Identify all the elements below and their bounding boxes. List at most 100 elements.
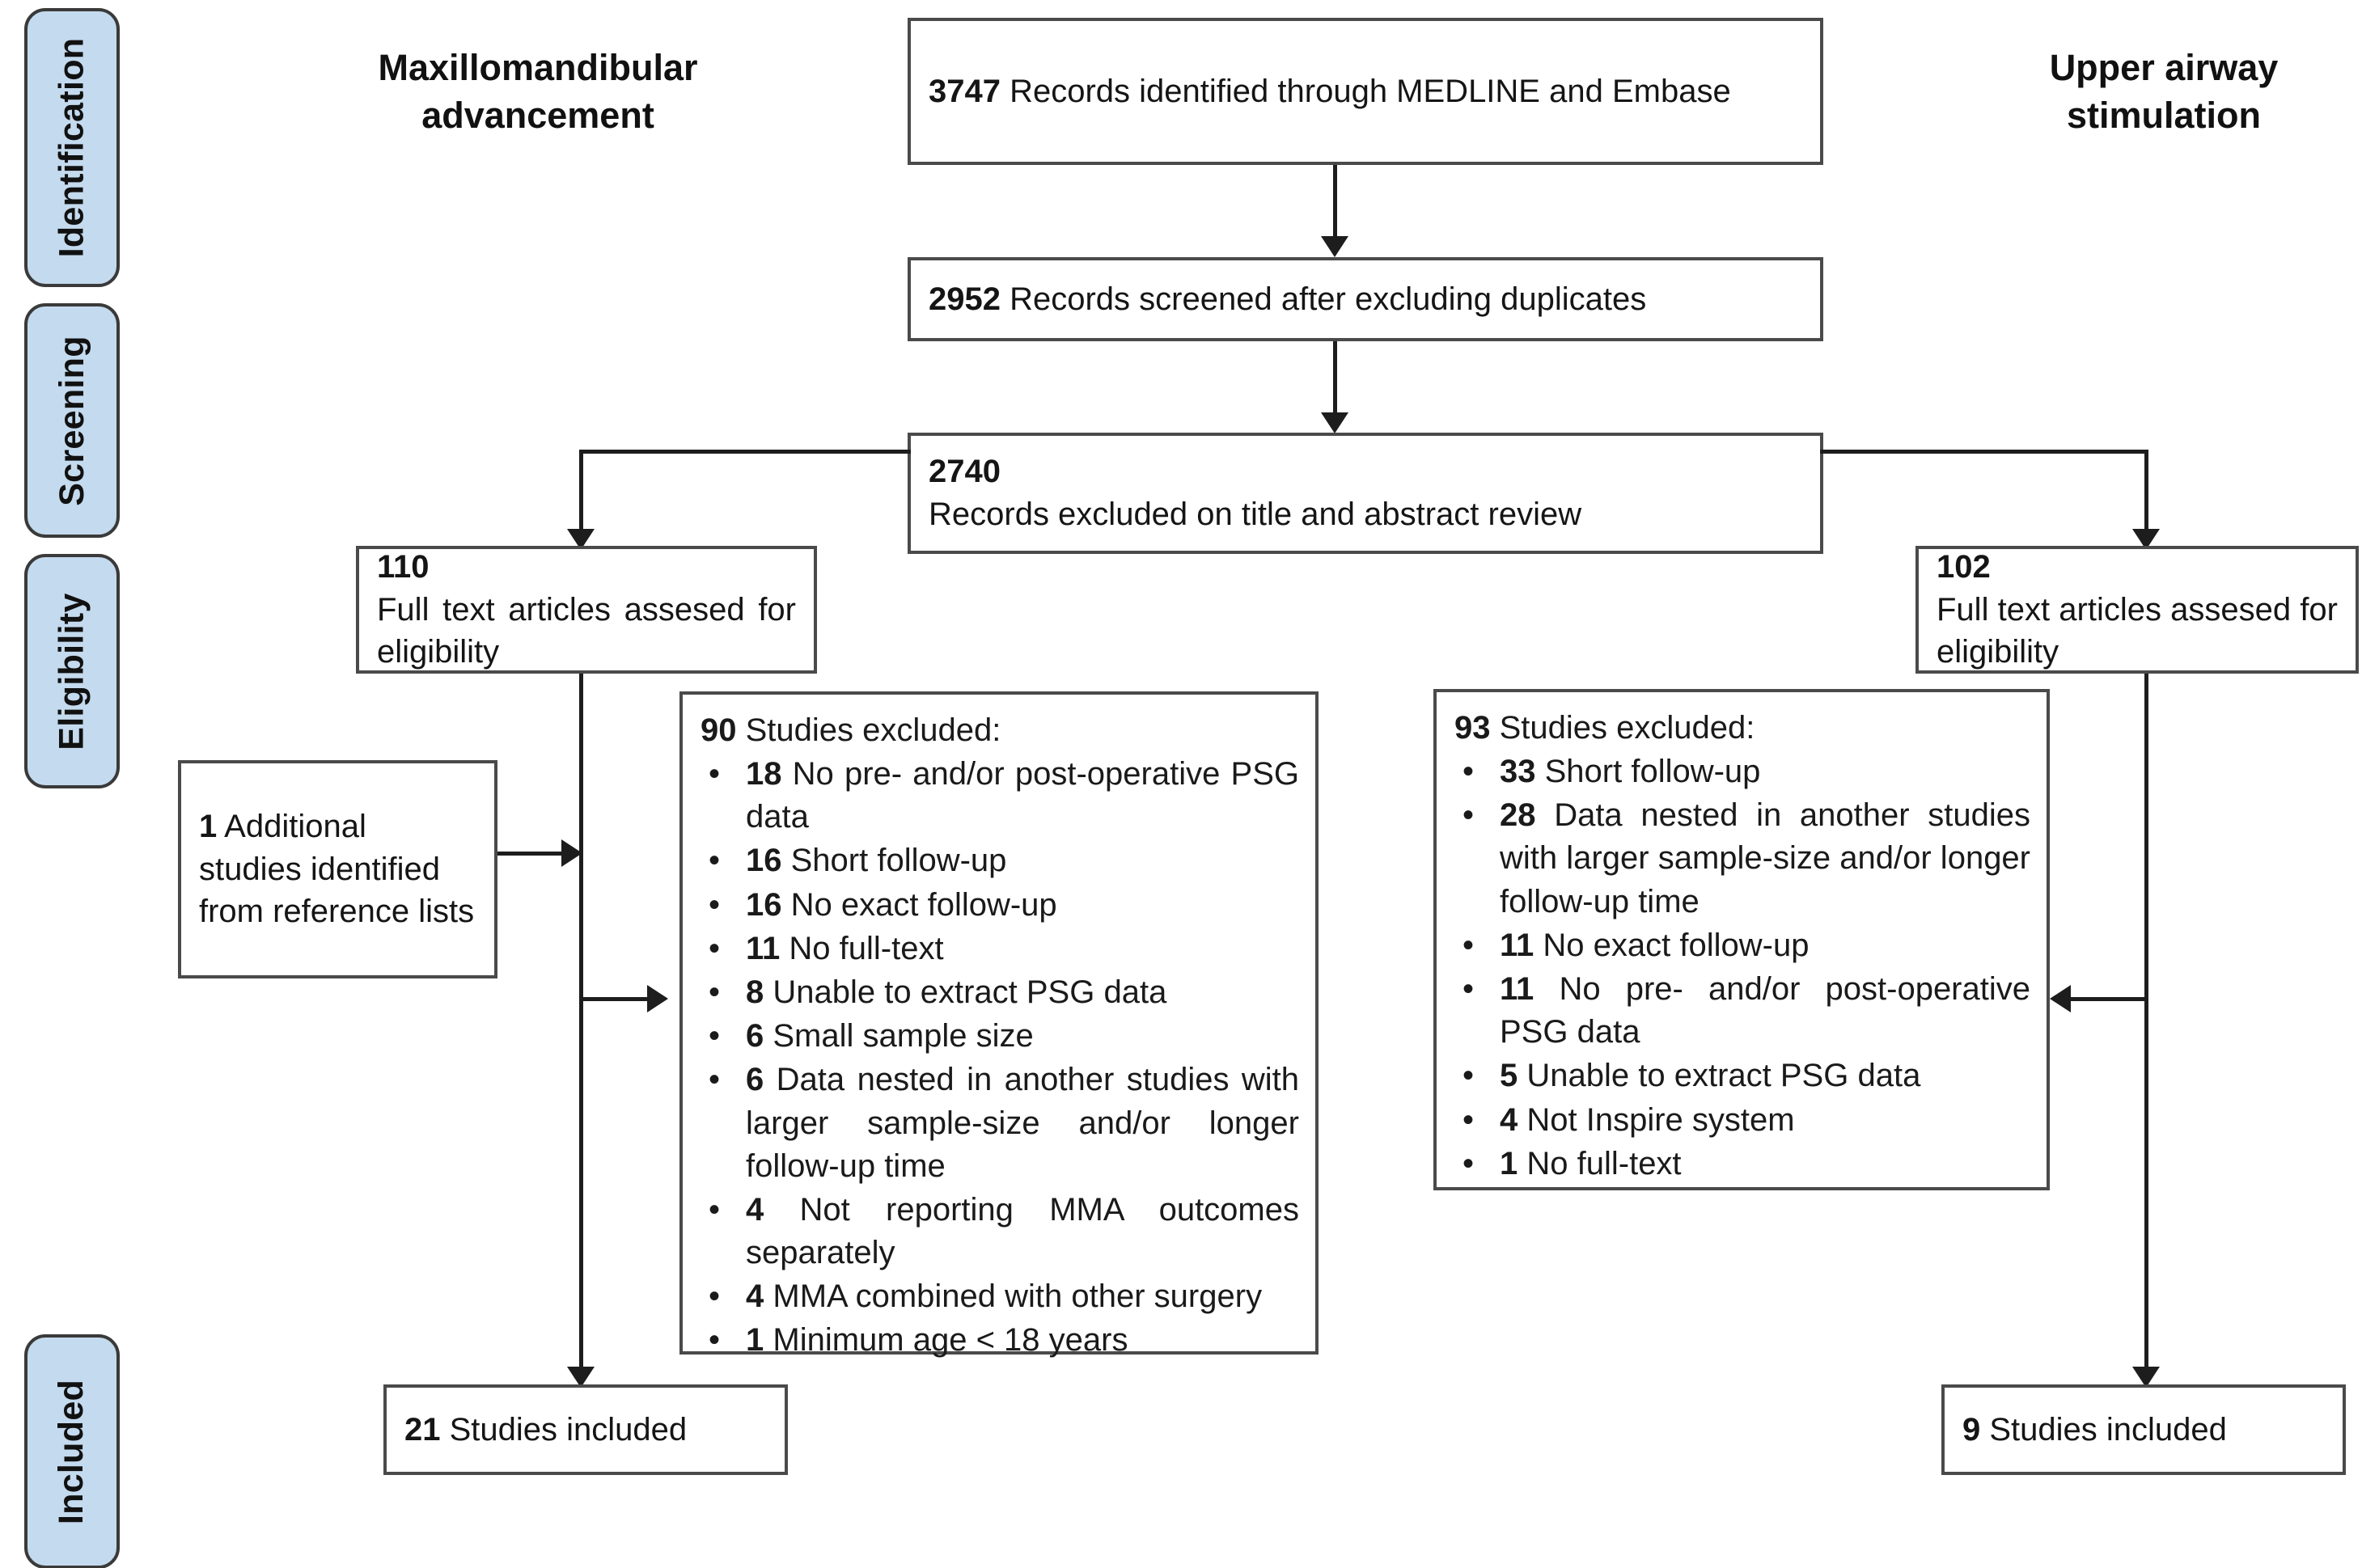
exclusion-item: • 11 No exact follow-up [1454,924,2030,967]
connector-branch-right-down [2144,450,2148,530]
box-label: Studies included [1989,1411,2227,1448]
exclusions-list: • 1 8 No pre- and/or post-operative PSG d… [701,753,1299,1363]
box-left-exclusions: 90 Studies excluded: • 18 No pre- and/or… [679,691,1319,1358]
exclusion-count: 4 [1500,1101,1518,1138]
heading-right-arm: Upper airway stimulation [2049,47,2279,136]
bullet-icon: • [709,974,721,1010]
exclusion-reason: Short follow-up [790,843,1007,879]
stage-label-included: Included [24,1334,120,1568]
box-text: 102 Full text articles assesed for eligi… [1919,546,2356,674]
exclusions-count: 93 [1454,710,1491,746]
box-count: 102 [1937,548,1991,585]
exclusions-count: 90 [701,712,737,748]
bullet-icon: • [709,756,721,792]
box-count: 9 [1962,1411,1981,1448]
box-count: 2952 [929,281,1001,317]
box-text: 2740 Records excluded on title and abstr… [911,450,1820,536]
exclusion-reason: No pre- and/or post-operative PSG data [746,756,1299,835]
bullet-icon: • [1462,1058,1475,1094]
bullet-icon: • [1462,1145,1475,1181]
exclusion-count: 11 [1500,970,1534,1007]
connector-left-spine-to-exclusions [579,997,664,1001]
stage-label-eligibility: Eligibility [24,554,120,788]
box-count: 21 [404,1411,441,1448]
connector-screened-to-excluded [1333,341,1337,414]
exclusion-count: 16 [746,886,782,923]
bullet-icon: • [1462,1101,1475,1138]
exclusion-count: 28 [1500,797,1536,834]
bullet-icon: • [709,1062,721,1098]
box-count: 3747 [929,73,1001,109]
exclusion-reason: MMA combined with other surgery [773,1278,1263,1315]
box-left-studies-included: 21 Studies included [383,1384,788,1475]
exclusion-reason: Data nested in another studies with larg… [746,1062,1299,1184]
box-label: Records excluded on title and abstract r… [929,497,1582,532]
connector-right-spine [2144,674,2148,1369]
exclusion-reason: No exact follow-up [790,886,1057,923]
arrowhead-down-right-included [2132,1367,2160,1388]
bullet-icon: • [709,1322,721,1359]
exclusion-item: • 4 Not reporting MMA outcomes separatel… [701,1189,1299,1274]
exclusion-item: • 11 No full-text [701,928,1299,970]
exclusion-reason: Not Inspire system [1526,1101,1795,1138]
box-right-studies-included: 9 Studies included [1941,1384,2346,1475]
connector-additional-to-spine [497,852,578,856]
connector-excluded-branch-left [579,450,911,454]
bullet-icon: • [709,1278,721,1315]
connector-left-spine [579,674,583,1369]
box-text: 3747 Records identified through MEDLINE … [911,70,1820,113]
bullet-icon: • [1462,797,1475,834]
exclusion-item: • 28 Data nested in another studies with… [1454,794,2030,923]
box-count: 2740 [929,454,1001,490]
exclusion-count: 6 [746,1018,764,1054]
arrowhead-left-right-exclusions [2050,985,2071,1012]
bullet-icon: • [1462,754,1475,789]
box-right-exclusions: 93 Studies excluded: • 33 Short follow-u… [1433,689,2050,1190]
box-right-fulltext-assessed: 102 Full text articles assesed for eligi… [1915,546,2359,674]
stage-label-text: Eligibility [52,592,91,750]
exclusion-reason: Small sample size [773,1018,1034,1054]
bullet-icon: • [709,886,721,923]
exclusion-item: • 1 No full-text [1454,1143,2030,1186]
exclusion-item: • 16 No exact follow-up [701,884,1299,927]
bullet-icon: • [709,843,721,879]
exclusion-item: • 4 Not Inspire system [1454,1099,2030,1142]
exclusion-reason: Short follow-up [1544,754,1761,789]
stage-label-screening: Screening [24,303,120,538]
exclusions-header: 93 Studies excluded: [1454,707,2030,749]
exclusion-count: 4 [746,1278,764,1315]
exclusions-header: 90 Studies excluded: [701,709,1299,751]
box-label: Records identified through MEDLINE and E… [1010,73,1731,109]
box-label: Records screened after excluding duplica… [1010,281,1647,317]
exclusion-count: 5 [1500,1058,1518,1094]
connector-excluded-branch-right [1820,450,2148,454]
box-records-excluded-title-abstract: 2740 Records excluded on title and abstr… [908,433,1823,554]
exclusion-item: • 8 Unable to extract PSG data [701,971,1299,1014]
exclusion-item: • 11 No pre- and/or post-operative PSG d… [1454,968,2030,1054]
connector-branch-left-down [579,450,583,530]
arrowhead-down-excluded [1321,412,1348,433]
exclusion-count: 33 [1500,754,1536,789]
exclusion-count: 1 [746,1322,764,1359]
arrowhead-down-screened [1321,236,1348,257]
arrowhead-right-left-exclusions [647,985,668,1012]
connector-identified-to-screened [1333,165,1337,238]
exclusions-header-label: Studies excluded: [745,712,1001,748]
box-text: 9 Studies included [1945,1409,2343,1452]
exclusion-count: 16 [746,843,782,879]
box-label: Full text articles assesed for eligibili… [1937,591,2338,670]
stage-label-text: Screening [52,335,91,506]
exclusion-reason: No full-text [789,930,944,966]
exclusion-item: • 16 Short follow-up [701,839,1299,882]
exclusion-count: 8 [746,974,764,1010]
exclusion-count: 1 [1500,1145,1518,1181]
exclusion-count: 11 [1500,927,1534,963]
heading-left-arm: Maxillomandibular advancement [378,47,698,136]
exclusion-count: 6 [746,1062,764,1098]
exclusion-item: • 18 No pre- and/or post-operative PSG d… [701,753,1299,839]
box-left-fulltext-assessed: 110 Full text articles assesed for eligi… [356,546,817,674]
bullet-icon: • [709,930,721,966]
exclusion-item: • 6 Data nested in another studies with … [701,1059,1299,1188]
stage-label-text: Identification [52,37,91,258]
